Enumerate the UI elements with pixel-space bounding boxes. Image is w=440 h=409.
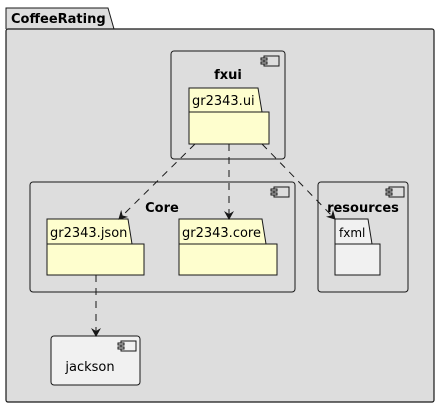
folder-gr2343-json[interactable]: gr2343.json (46, 218, 145, 276)
component-icon (385, 186, 405, 198)
folder-label: gr2343.json (50, 226, 127, 241)
component-icon (260, 55, 280, 67)
component-title-core: Core (145, 201, 179, 216)
folder-label: gr2343.core (182, 226, 261, 241)
folder-fxml[interactable]: fxml (334, 218, 381, 276)
component-title-resources: resources (327, 201, 399, 216)
folder-gr2343-ui[interactable]: gr2343.ui (188, 87, 270, 145)
folder-gr2343-core[interactable]: gr2343.core (178, 218, 278, 276)
folder-label: gr2343.ui (192, 94, 255, 109)
component-title-fxui: fxui (214, 68, 242, 83)
component-jackson[interactable]: jackson (50, 335, 141, 386)
component-icon (270, 186, 290, 198)
package-title: CoffeeRating (11, 12, 106, 27)
dependency-arrow (118, 143, 196, 220)
component-icon (117, 340, 137, 352)
folder-label: fxml (339, 226, 365, 240)
component-title-jackson: jackson (64, 360, 114, 375)
dependency-arrow (261, 143, 336, 220)
